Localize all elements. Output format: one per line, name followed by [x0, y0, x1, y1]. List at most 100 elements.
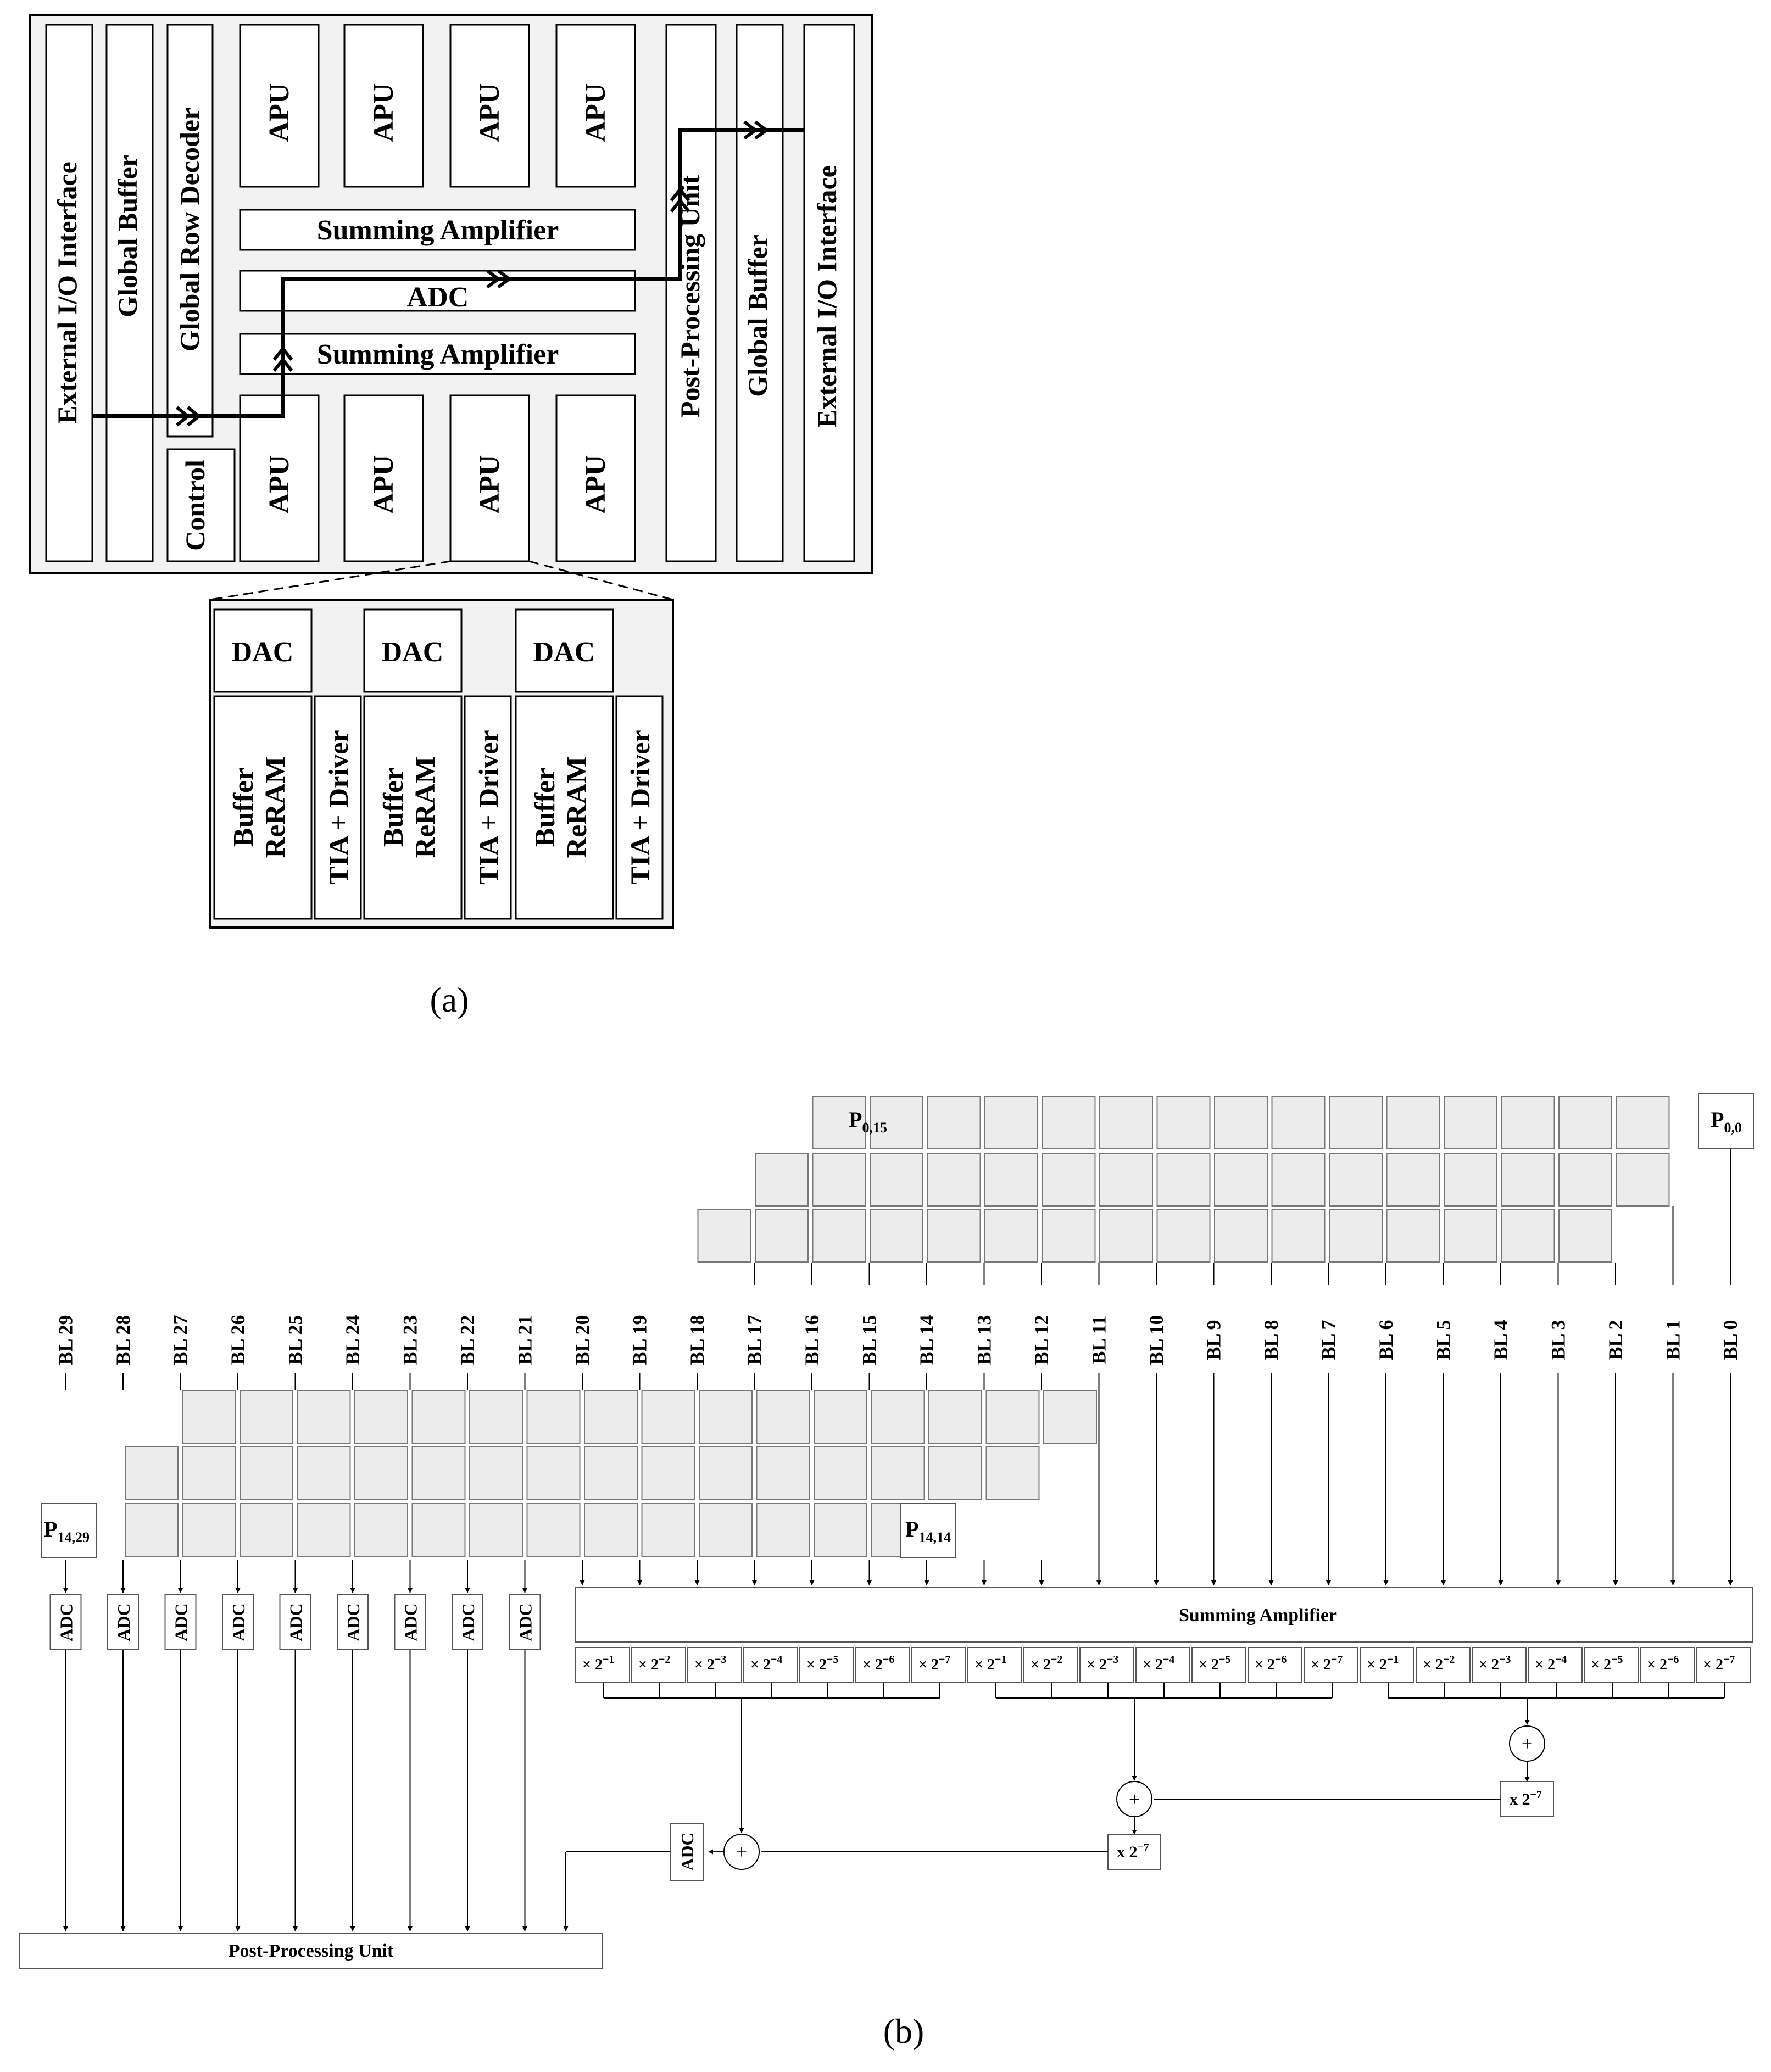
bitline-label: BL 21 [514, 1315, 536, 1365]
crossbar-cell [756, 1390, 810, 1444]
dac-label: DAC [533, 636, 595, 668]
crossbar-cell [469, 1446, 523, 1500]
crossbar-cell [1558, 1153, 1612, 1207]
crossbar-cell [1099, 1209, 1153, 1263]
crossbar-cell [814, 1390, 867, 1444]
tia-driver-box [464, 695, 512, 920]
wires [63, 1149, 1733, 1931]
scale-label: × 2−5 [1591, 1654, 1623, 1673]
reram-label-line2: ReRAM [410, 757, 441, 858]
adc-bar-label: ADC [407, 282, 469, 313]
reram-box [363, 695, 463, 920]
bitline-label: BL 16 [801, 1315, 823, 1365]
scale-box [687, 1647, 742, 1683]
summing-amplifier-box [575, 1587, 1753, 1643]
reram-label-line1: Buffer [228, 768, 259, 847]
crossbar-cell [814, 1503, 867, 1557]
crossbar-cell [411, 1503, 466, 1557]
crossbar-cell [870, 1153, 923, 1207]
reram-buffer-cell: Buffer ReRAM TIA + Driver [363, 695, 512, 920]
crossbar-cell [928, 1446, 982, 1500]
dac-label: DAC [232, 636, 294, 668]
crossbar-cell [1099, 1153, 1153, 1207]
bitline-label: BL 11 [1088, 1315, 1110, 1364]
crossbar-cell [1156, 1209, 1211, 1263]
crossbar-cell [1271, 1153, 1326, 1207]
crossbar-cell [1329, 1153, 1383, 1207]
apu-label: APU [580, 455, 611, 514]
crossbar-cell [814, 1446, 867, 1500]
crossbar-cell [1386, 1209, 1440, 1263]
p-14-14-cell [900, 1503, 956, 1558]
crossbar-cell [870, 1096, 923, 1149]
adder-2-label: + [1129, 1788, 1140, 1810]
left-global-buffer-box [105, 24, 154, 562]
scale-box [1640, 1647, 1695, 1683]
p-label-0-0: P0,0 [1698, 1093, 1754, 1149]
scale-box [743, 1647, 798, 1683]
crossbar-cell [584, 1503, 638, 1557]
bitline-label: BL 28 [112, 1315, 134, 1365]
apu-label: APU [580, 83, 611, 142]
crossbar-cell [1501, 1096, 1555, 1149]
flow-chevrons [176, 120, 769, 427]
right-external-io-box [803, 24, 855, 562]
tia-driver-box [615, 695, 664, 920]
crossbar-cell [984, 1153, 1038, 1207]
bitline-label: BL 19 [629, 1315, 651, 1365]
crossbar-cell [699, 1446, 753, 1500]
summing-amplifier-bottom-label: Summing Amplifier [317, 339, 559, 370]
adc-label: ADC [516, 1603, 536, 1641]
right-global-buffer-box [736, 24, 784, 562]
left-external-io-label: External I/O Interface [52, 161, 82, 424]
bitline-label: BL 9 [1203, 1320, 1225, 1360]
bitline-label: BL 24 [342, 1315, 364, 1365]
scale-box [1528, 1647, 1583, 1683]
bitline-label: BL 22 [456, 1315, 478, 1365]
svg-text:P0,0: P0,0 [1711, 1107, 1742, 1136]
crossbar-cell [756, 1446, 810, 1500]
expansion-line-left [209, 560, 451, 601]
crossbar-cell [240, 1446, 293, 1500]
apu-label: APU [264, 83, 295, 142]
tia-driver-label: TIA + Driver [473, 730, 504, 884]
crossbar-cell [984, 1096, 1038, 1149]
apu-row-bottom: APU APU APU APU [239, 394, 636, 562]
crossbar-cell [297, 1390, 351, 1444]
apu-label: APU [368, 83, 399, 142]
apu-block [239, 394, 320, 562]
adder-1-label: + [736, 1841, 747, 1863]
crossbar-cell [812, 1209, 866, 1263]
crossbar-cell [755, 1209, 809, 1263]
crossbar-cell [927, 1096, 981, 1149]
apu-block [343, 394, 424, 562]
bitline-label: BL 5 [1433, 1320, 1455, 1360]
crossbar-cell [1444, 1096, 1497, 1149]
crossbar-cell [870, 1209, 923, 1263]
shift-3-label: x 2−7 [1510, 1789, 1542, 1808]
crossbar-cell [240, 1503, 293, 1557]
shift-2 [1107, 1834, 1161, 1870]
post-processing-unit-box [19, 1933, 603, 1969]
crossbar-cell [1616, 1096, 1670, 1149]
right-external-io-label: External I/O Interface [811, 165, 842, 428]
bitline-label: BL 17 [744, 1315, 766, 1365]
crossbar-cell [297, 1503, 351, 1557]
crossbar-cell [812, 1153, 866, 1207]
crossbar-cell [1042, 1153, 1096, 1207]
scale-label: × 2−6 [1255, 1654, 1287, 1673]
p-label-14-29: P14,29 [44, 1517, 90, 1545]
crossbar-cell [1501, 1153, 1555, 1207]
scale-label: × 2−2 [1031, 1654, 1062, 1673]
crossbar-cell [985, 1390, 1040, 1444]
bitline-label: BL 2 [1605, 1320, 1627, 1360]
data-flow-path [92, 128, 804, 418]
bitline-label: BL 0 [1719, 1320, 1741, 1360]
lower-crossbar-array [41, 1390, 1097, 1558]
crossbar-cell [1501, 1209, 1555, 1263]
crossbar-cell [182, 1503, 236, 1557]
crossbar-cell [354, 1390, 408, 1444]
